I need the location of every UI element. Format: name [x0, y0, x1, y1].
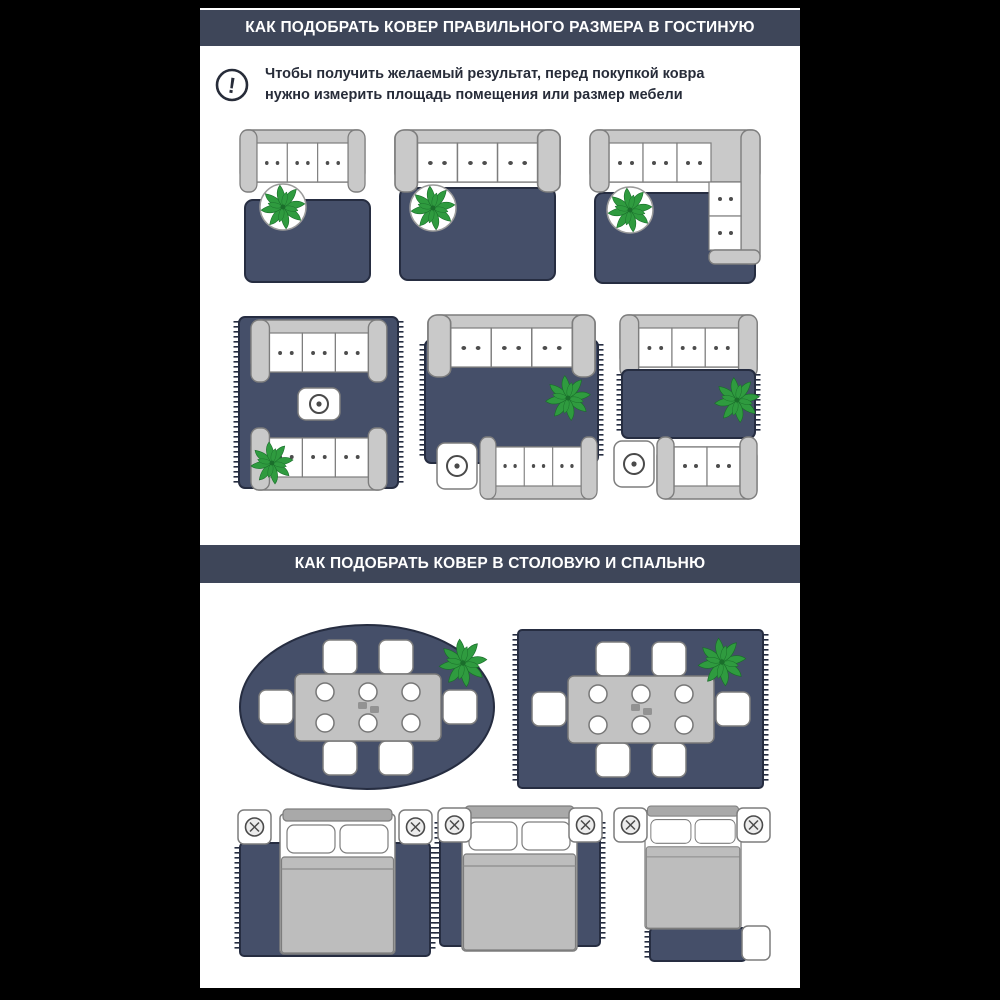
- bed: [461, 805, 578, 952]
- sofa: [619, 314, 758, 378]
- note-line-1: Чтобы получить желаемый результат, перед…: [265, 66, 705, 82]
- section-title-living-room: КАК ПОДОБРАТЬ КОВЕР ПРАВИЛЬНОГО РАЗМЕРА …: [200, 10, 800, 46]
- living-layout-front-legs-on-medium-rug: [419, 314, 604, 500]
- corner-sofa: [589, 129, 761, 265]
- living-room-layouts-row-2: [233, 314, 761, 500]
- exclamation-icon: !: [215, 68, 249, 102]
- section-title-living-room-text: КАК ПОДОБРАТЬ КОВЕР ПРАВИЛЬНОГО РАЗМЕРА …: [245, 19, 755, 36]
- nightstand: [613, 807, 648, 843]
- section-title-dining-bedroom: КАК ПОДОБРАТЬ КОВЕР В СТОЛОВУЮ И СПАЛЬНЮ: [200, 545, 800, 583]
- nightstand: [237, 809, 272, 845]
- dining-layout-oval-rug: [239, 624, 495, 790]
- living-layout-rug-in-front-of-sofa: [239, 129, 371, 283]
- bedroom-layouts-row: [234, 805, 771, 962]
- nightstand: [568, 807, 603, 843]
- sofa: [656, 436, 758, 500]
- living-layout-front-legs-on-rug: [394, 129, 561, 281]
- living-room-layouts-row-1: [239, 129, 761, 284]
- section-title-dining-bedroom-text: КАК ПОДОБРАТЬ КОВЕР В СТОЛОВУЮ И СПАЛЬНЮ: [294, 555, 706, 572]
- bench: [741, 925, 771, 961]
- living-layout-small-rug: [613, 314, 761, 500]
- plant-icon: [410, 185, 456, 231]
- bed: [279, 808, 396, 955]
- rug: [649, 927, 747, 962]
- nightstand: [736, 807, 771, 843]
- side-table: [436, 442, 478, 490]
- infographic-content: КАК ПОДОБРАТЬ КОВЕР ПРАВИЛЬНОГО РАЗМЕРА …: [200, 8, 800, 988]
- bed: [644, 805, 742, 930]
- note-line-2: нужно измерить площадь помещения или раз…: [265, 87, 683, 103]
- living-layout-corner-sofa-on-rug: [589, 129, 761, 284]
- bedroom-layout-large-rug: [234, 808, 436, 957]
- dining-layout-rect-rug: [512, 629, 769, 789]
- nightstand: [437, 807, 472, 843]
- nightstand: [398, 809, 433, 845]
- sofa: [394, 129, 561, 193]
- note-text: Чтобы получить желаемый результат, перед…: [265, 64, 704, 106]
- bedroom-layout-foot-rug: [613, 805, 771, 962]
- dining-layouts-row: [239, 624, 769, 790]
- living-layout-all-on-large-rug: [233, 316, 404, 491]
- plant-icon: [607, 187, 653, 233]
- sofa: [239, 129, 366, 193]
- coffee-table: [297, 387, 341, 421]
- measurement-note: ! Чтобы получить желаемый результат, пер…: [213, 64, 704, 106]
- bedroom-layout-medium-rug: [434, 805, 606, 952]
- svg-text:!: !: [227, 73, 238, 99]
- plant-icon: [260, 184, 306, 230]
- side-table: [613, 440, 655, 488]
